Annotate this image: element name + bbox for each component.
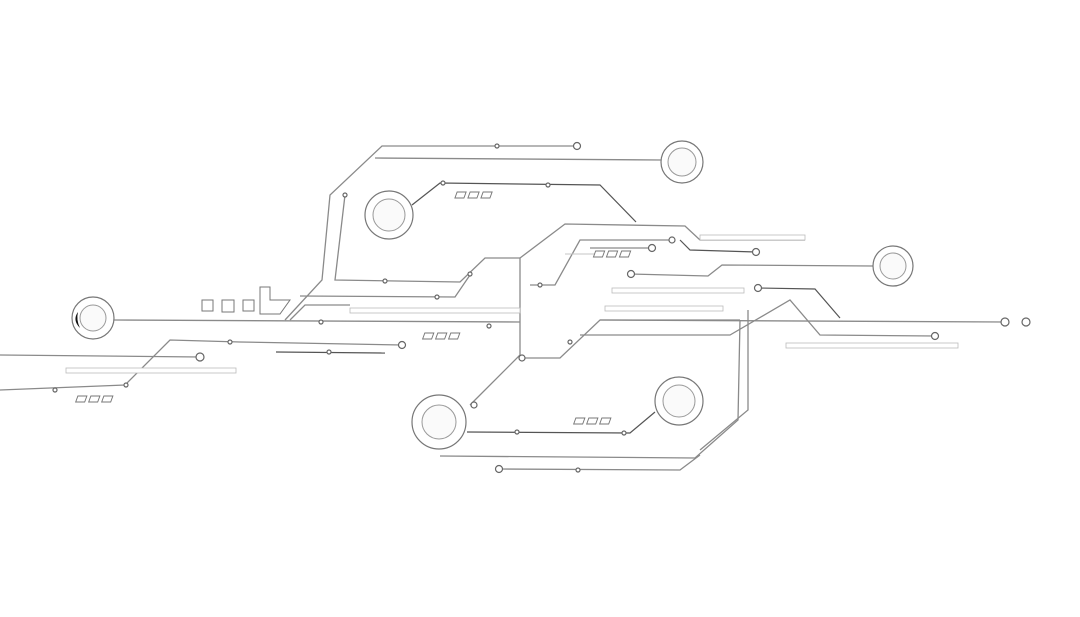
circuit-bars xyxy=(65,234,959,374)
circuit-pads xyxy=(75,191,632,425)
circuit-nodes xyxy=(52,141,1031,474)
circuit-rings xyxy=(71,140,914,450)
